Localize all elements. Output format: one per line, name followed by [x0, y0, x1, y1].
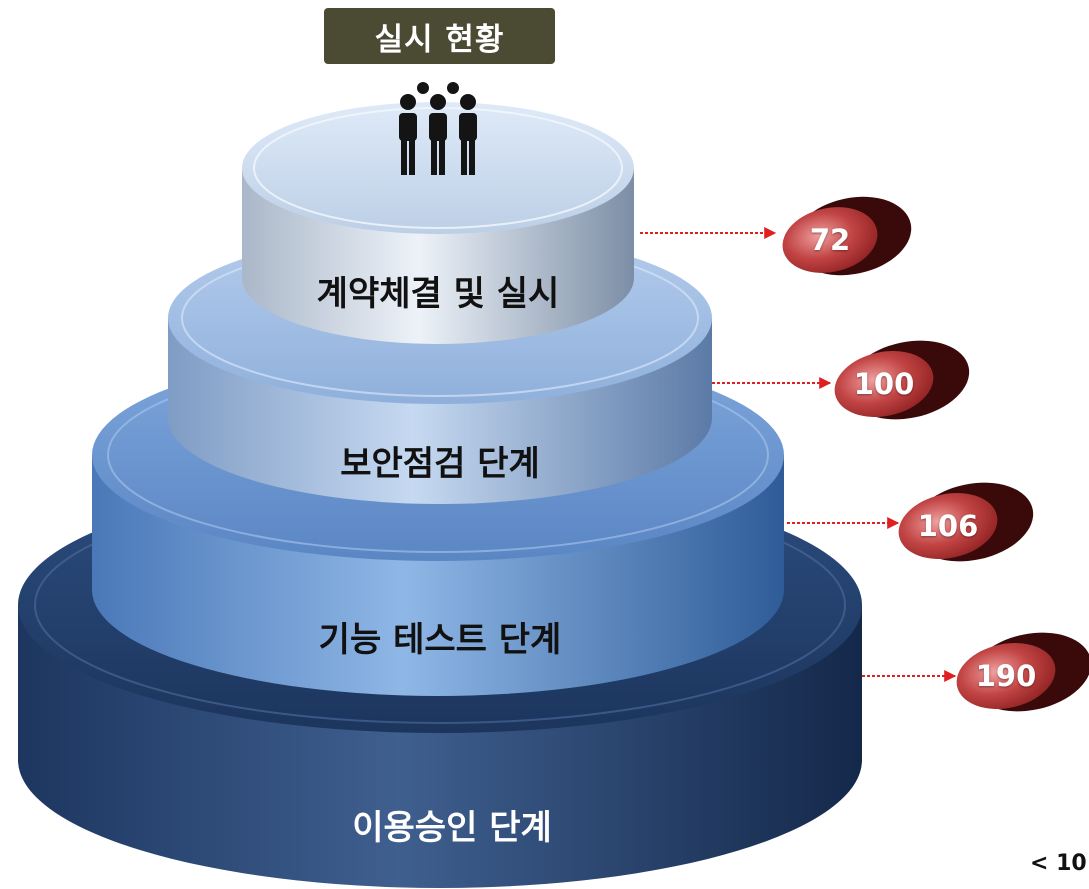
badge-tier-2: [834, 340, 970, 420]
tier-1-value: 72: [809, 223, 851, 257]
tier-3-label: 기능 테스트 단계: [318, 620, 562, 660]
people-group-icon: [399, 82, 477, 175]
value-badges: [782, 196, 1089, 712]
tier-2-label: 보안점검 단계: [340, 444, 540, 484]
tier-arrows: [640, 227, 957, 682]
footnote-text: < 10: [1030, 851, 1087, 876]
tier-4-value: 190: [975, 659, 1037, 693]
badge-tier-3: [898, 482, 1034, 562]
badge-tier-4: [956, 632, 1089, 712]
tier-1-label: 계약체결 및 실시: [316, 274, 560, 314]
tier-4-label: 이용승인 단계: [352, 808, 552, 848]
tier-1-cylinder: [242, 102, 634, 344]
page-title: 실시 현황: [324, 8, 555, 64]
tier-3-value: 106: [917, 509, 979, 543]
tier-2-value: 100: [853, 367, 915, 401]
badge-tier-1: [782, 196, 912, 276]
